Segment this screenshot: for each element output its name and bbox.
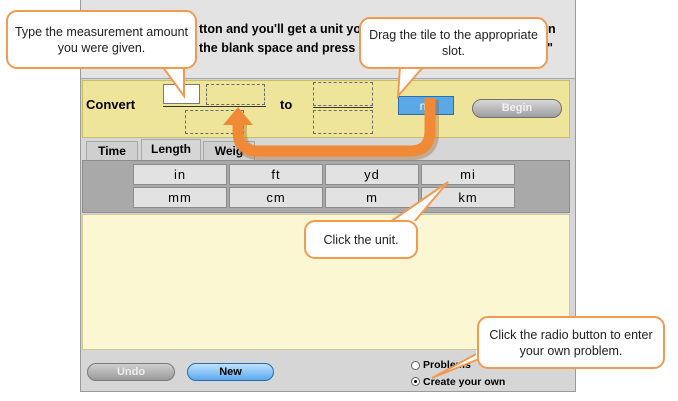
drag-arrow-icon	[223, 98, 439, 160]
tab-time[interactable]: Time	[86, 141, 138, 160]
callout-measurement-text: Type the measurement amount you were giv…	[14, 24, 188, 55]
callout-click-unit-text: Click the unit.	[323, 232, 399, 247]
numerator-line	[163, 106, 266, 107]
callout-drag-tail-icon	[396, 64, 427, 99]
callout-click-unit: Click the unit.	[304, 220, 418, 259]
begin-button[interactable]: Begin	[472, 99, 562, 118]
instructions-line-1-end: n	[548, 22, 556, 36]
to-label: to	[280, 97, 293, 112]
to-unit-slot-top[interactable]	[313, 82, 373, 106]
unit-button-m[interactable]: m	[325, 187, 419, 208]
radio-create-your-own-label: Create your own	[423, 376, 506, 388]
instructions-line-2: the blank space and press	[199, 41, 356, 55]
instructions-line-2-end: "	[547, 41, 553, 55]
instructions-line-1: tton and you'll get a unit you	[199, 22, 369, 36]
callout-radio: Click the radio button to enter your own…	[477, 316, 665, 369]
callout-drag-text: Drag the tile to the appropriate slot.	[369, 28, 538, 58]
unit-button-mi[interactable]: mi	[421, 164, 515, 185]
tab-length[interactable]: Length	[141, 139, 201, 161]
new-button[interactable]: New	[187, 363, 274, 381]
unit-button-cm[interactable]: cm	[229, 187, 323, 208]
denominator-line	[313, 107, 373, 108]
callout-measurement-tail-icon	[160, 64, 186, 100]
radio-problems[interactable]	[411, 361, 420, 370]
unit-button-yd[interactable]: yd	[325, 164, 419, 185]
radio-create-your-own[interactable]	[411, 377, 420, 386]
convert-label: Convert	[86, 97, 136, 112]
callout-radio-text: Click the radio button to enter your own…	[489, 327, 653, 358]
callout-measurement: Type the measurement amount you were giv…	[6, 10, 197, 69]
unit-button-ft[interactable]: ft	[229, 164, 323, 185]
unit-button-in[interactable]: in	[133, 164, 227, 185]
from-unit-slot-top[interactable]	[206, 84, 265, 105]
callout-drag: Drag the tile to the appropriate slot.	[359, 17, 548, 69]
undo-button[interactable]: Undo	[87, 363, 175, 381]
to-unit-slot-bottom[interactable]	[313, 110, 373, 134]
unit-button-km[interactable]: km	[421, 187, 515, 208]
unit-button-mm[interactable]: mm	[133, 187, 227, 208]
